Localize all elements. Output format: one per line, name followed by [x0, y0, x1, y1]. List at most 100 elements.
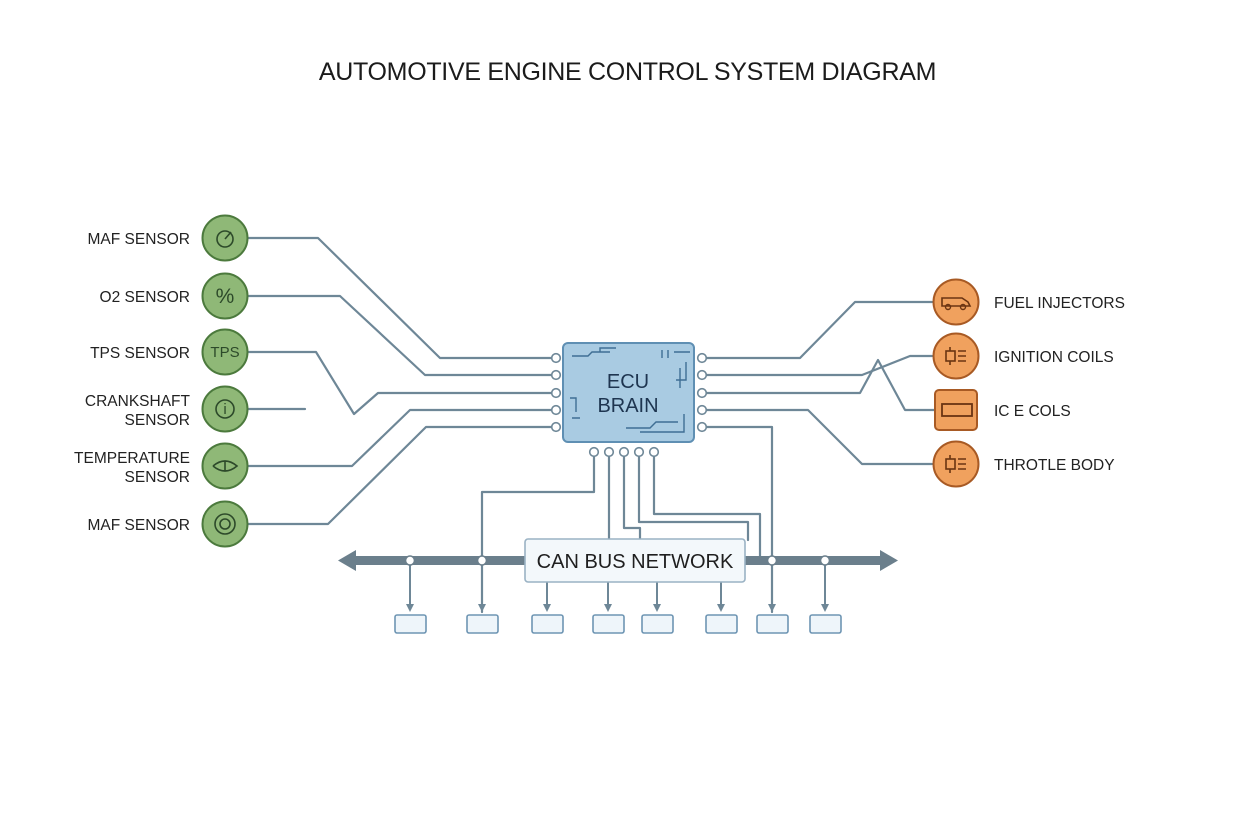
thermo-shape [212, 460, 239, 472]
car-wheel-1 [944, 303, 952, 311]
sensor-crankshaft: i CRANKSHAFT SENSOR [85, 385, 249, 433]
actuator-node-throttle-body [932, 440, 980, 488]
info-icon: i [215, 399, 235, 419]
sensor-label-crankshaft-2: SENSOR [125, 412, 190, 429]
car-icon [941, 297, 972, 311]
ecu-pin-left-2 [550, 369, 562, 381]
tps-glyph: TPS [210, 344, 239, 361]
bus-drop-arrow-8 [821, 604, 829, 612]
percent-icon: % [216, 285, 235, 308]
ecu-circuit-4 [570, 397, 580, 419]
diagram-title: AUTOMOTIVE ENGINE CONTROL SYSTEM DIAGRAM [318, 58, 937, 86]
ecu-label-line1: ECU [607, 371, 649, 393]
wire-temperature [245, 408, 557, 468]
sensor-layer: MAF SENSOR% O2 SENSOR TPS TPS SENSOR i CRANKS… [74, 214, 249, 548]
bus-node-6 [705, 614, 738, 634]
ecu-pin-bottom-2 [603, 446, 615, 458]
tps-icon: TPS [210, 344, 239, 361]
bus-drop-arrow-1 [406, 604, 414, 612]
sensor-maf-1: MAF SENSOR [88, 214, 249, 262]
ecu-circuit-5 [626, 414, 685, 433]
gauge-ring [216, 230, 234, 248]
wire-o2 [245, 294, 557, 377]
bus-node-4 [592, 614, 625, 634]
coil-icon [945, 347, 966, 365]
ecu-pin-right-5 [696, 421, 708, 433]
sensor-label-crankshaft-1: CRANKSHAFT [85, 393, 191, 410]
bus-node-1 [394, 614, 427, 634]
actuator-label-fuel-injectors: FUEL INJECTORS [994, 295, 1125, 312]
ecu-circuit-3 [676, 362, 687, 388]
actuator-label-throttle-body: THROTLE BODY [994, 457, 1115, 474]
bus-tap-2 [476, 555, 488, 566]
wire-tps [245, 350, 557, 416]
target-outer [214, 513, 236, 535]
car-wheel-2 [959, 303, 967, 311]
ecu-pin-right-3 [696, 387, 708, 399]
ecu-pin-left-3 [550, 387, 562, 399]
wire-maf-1 [245, 236, 557, 360]
sensor-label-tps-1: TPS SENSOR [90, 345, 190, 362]
ecu-pin-bottom-5 [648, 446, 660, 458]
sensor-label-maf-2-1: MAF SENSOR [88, 517, 190, 534]
bus-tap-1 [404, 555, 416, 566]
gauge-icon [216, 230, 234, 248]
actuator-label-ignition-coils: IGNITION COILS [994, 349, 1114, 366]
bus-node-5 [641, 614, 674, 634]
sensor-node-tps [201, 328, 249, 376]
bus-node-7 [756, 614, 789, 634]
info-glyph: i [223, 401, 226, 418]
bus-drop-arrow-6 [717, 604, 725, 612]
bar-icon [941, 403, 973, 417]
sensor-node-o2 [201, 272, 249, 320]
ecu-pin-bottom-3 [618, 446, 630, 458]
bus-node-8 [809, 614, 842, 634]
actuator-ignition-coils: IGNITION COILS [932, 332, 1114, 380]
bus-drop-arrow-5 [653, 604, 661, 612]
percent-glyph: % [216, 285, 235, 308]
bar-shape [941, 403, 973, 417]
can-bus-layer: CAN BUS NETWORK [338, 538, 898, 634]
bus-node-2 [466, 614, 499, 634]
ecu-pin-left-5 [550, 421, 562, 433]
coil-leads [949, 455, 966, 473]
ecu-pin-bottom-1 [588, 446, 600, 458]
ecu-box [562, 342, 695, 443]
ecu-label-line2: BRAIN [597, 395, 658, 417]
wire-ecu-bottom-3 [622, 450, 642, 542]
wire-ignition-coils [701, 354, 934, 377]
bus-tap-7 [766, 555, 778, 566]
coil-leads [949, 347, 966, 365]
gauge-needle [224, 231, 232, 240]
sensor-label-o2-1: O2 SENSOR [100, 289, 190, 306]
actuator-fuel-injectors: FUEL INJECTORS [932, 278, 1125, 326]
can-bus-box [524, 538, 746, 583]
bus-arrow-left [338, 550, 356, 571]
can-bus-label: CAN BUS NETWORK [537, 551, 734, 573]
ecu-pin-right-1 [696, 352, 708, 364]
actuator-node-ignition-coils-2 [934, 389, 978, 431]
wire-ecu-right-down [701, 425, 774, 614]
wire-ecu-bottom-1 [480, 450, 596, 614]
target-icon [214, 513, 236, 535]
coil-icon [945, 455, 966, 473]
wire-ecu-bottom-5 [652, 450, 762, 558]
ecu-pin-right-2 [696, 369, 708, 381]
sensor-label-maf-1-1: MAF SENSOR [88, 231, 190, 248]
sensor-node-crankshaft [201, 385, 249, 433]
bus-drop-arrow-3 [543, 604, 551, 612]
ecu-circuit-2 [661, 350, 690, 358]
actuator-label-ignition-coils-2: IC E COLS [994, 403, 1071, 420]
wire-fuel-injectors [701, 300, 934, 360]
actuator-layer: FUEL INJECTORS IGNITION COILS IC E COLS THR… [932, 278, 1125, 488]
bus-drop-arrow-2 [478, 604, 486, 612]
ecu-pin-left-4 [550, 404, 562, 416]
target-inner [219, 518, 231, 530]
wire-layer [245, 236, 936, 614]
actuator-throttle-body: THROTLE BODY [932, 440, 1115, 488]
bus-drop-arrow-4 [604, 604, 612, 612]
